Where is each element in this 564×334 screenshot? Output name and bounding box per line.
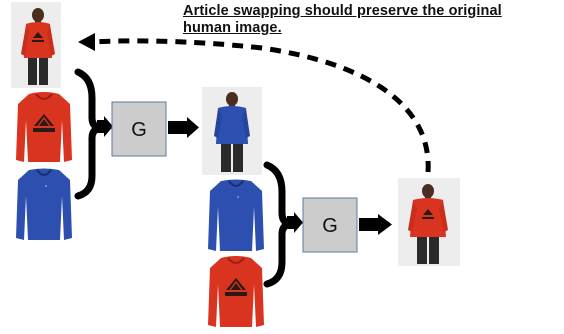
generator-2-label: G [322, 215, 338, 237]
generator-1-label: G [131, 119, 147, 141]
photo-blue-sweater-article-2 [208, 179, 264, 251]
photo-person-red-hoodie-input [11, 2, 61, 88]
photo-person-red-hoodie-reconstructed [398, 178, 460, 266]
photo-blue-sweater-article [16, 168, 72, 240]
caption-line-1: Article swapping should preserve the ori… [183, 3, 502, 19]
arrow-to-generator-2 [287, 212, 303, 233]
caption-line-2: human image. [183, 20, 282, 36]
photo-person-blue-sweater-output [202, 87, 262, 175]
arrow-generator-1-to-output [168, 117, 199, 138]
photo-red-hoodie-article-2 [208, 256, 264, 327]
brace-2 [263, 161, 302, 288]
caption: Article swapping should preserve the ori… [183, 3, 563, 37]
generator-1: G [111, 101, 167, 157]
arrow-to-generator-1 [97, 116, 113, 137]
dashed-feedback-arrowhead [78, 33, 95, 51]
arrow-generator-2-to-output [359, 214, 392, 235]
generator-2: G [302, 197, 358, 253]
brace-1 [74, 68, 112, 200]
photo-red-hoodie-article [16, 92, 72, 162]
